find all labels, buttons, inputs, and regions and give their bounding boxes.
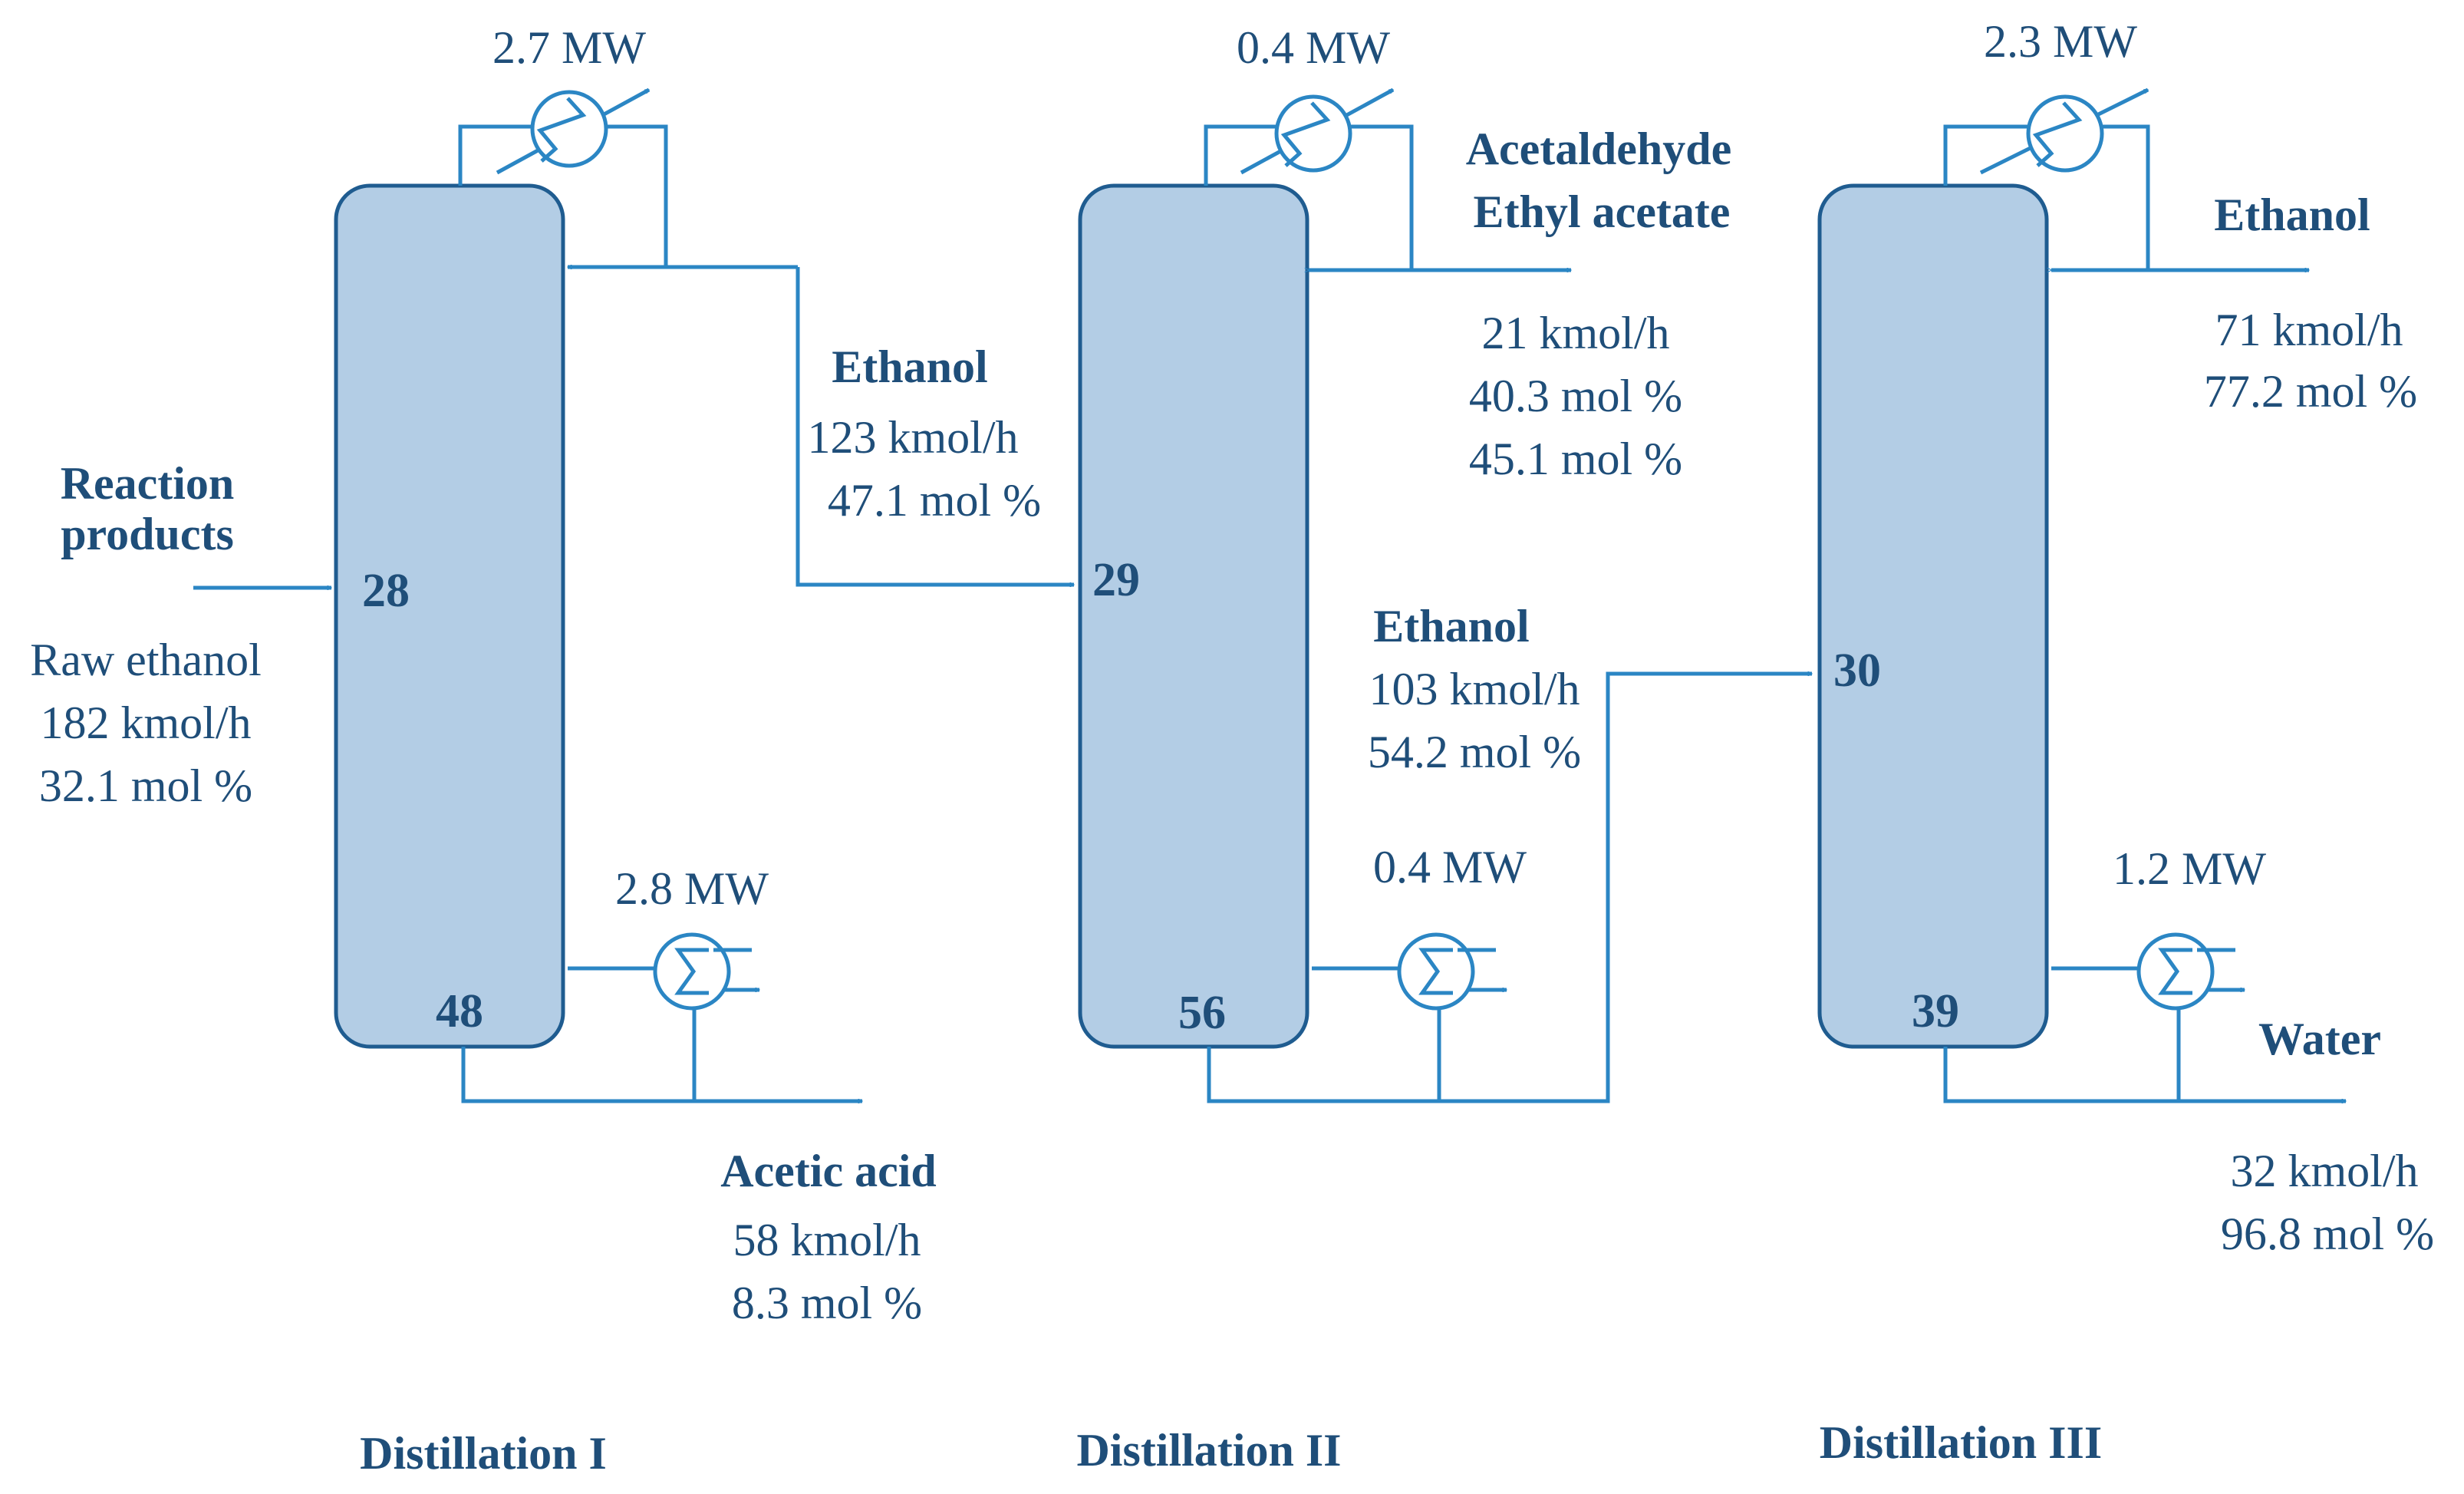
acetic-acid-flow: 58 kmol/h <box>733 1215 921 1265</box>
condenser-1-duty: 2.7 MW <box>492 22 646 73</box>
feed-composition: 32.1 mol % <box>39 760 252 811</box>
feed-flow: 182 kmol/h <box>40 698 251 748</box>
ethanol-product-name: Ethanol <box>2214 190 2370 240</box>
ethanol-product-flow: 71 kmol/h <box>2215 305 2403 355</box>
column-1-feed-stage: 28 <box>362 565 410 617</box>
condenser-3-icon <box>2026 94 2104 173</box>
water-composition: 96.8 mol % <box>2221 1209 2434 1259</box>
feed-name-line2: products <box>61 509 234 559</box>
distillate-1-to-column-2 <box>796 267 1074 585</box>
ethanol-1-name: Ethanol <box>832 341 987 392</box>
light-ends-composition-2: 45.1 mol % <box>1469 434 1682 484</box>
column-3-feed-stage: 30 <box>1833 645 1881 697</box>
light-ends-flow: 21 kmol/h <box>1481 308 1669 358</box>
reboiler-2 <box>1397 932 1496 1011</box>
column-2-title: Distillation II <box>1076 1425 1341 1476</box>
light-ends-composition-1: 40.3 mol % <box>1469 371 1682 421</box>
light-ends-name-line2: Ethyl acetate <box>1474 186 1731 237</box>
column-1-title: Distillation I <box>360 1428 607 1479</box>
ethanol-2-name: Ethanol <box>1373 601 1529 651</box>
ethanol-1-composition: 47.1 mol % <box>828 475 1041 526</box>
water-name: Water <box>2258 1014 2381 1064</box>
light-ends-name-line1: Acetaldehyde <box>1466 124 1732 174</box>
acetic-acid-name: Acetic acid <box>720 1146 937 1196</box>
condenser-3-duty: 2.3 MW <box>1984 16 2137 67</box>
feed-name-line1: Reaction <box>61 458 235 509</box>
reboiler-1 <box>653 932 752 1011</box>
reboiler-1-duty: 2.8 MW <box>615 863 769 914</box>
condenser-2-icon <box>1274 94 1352 173</box>
acetic-acid-composition: 8.3 mol % <box>732 1278 922 1328</box>
ethanol-2-flow: 103 kmol/h <box>1369 664 1580 714</box>
condenser-2-duty: 0.4 MW <box>1237 22 1390 73</box>
column-3-bottom-stage: 39 <box>1912 985 1959 1037</box>
column-2-feed-stage: 29 <box>1092 554 1140 606</box>
condenser-1-icon <box>530 90 608 168</box>
distillation-column-3 <box>1817 183 2049 1049</box>
ethanol-1-flow: 123 kmol/h <box>807 412 1018 463</box>
reboiler-2-duty: 0.4 MW <box>1373 842 1527 892</box>
reboiler-3 <box>2136 932 2235 1011</box>
condenser-1 <box>496 87 649 175</box>
condenser-2 <box>1240 87 1393 175</box>
water-flow: 32 kmol/h <box>2230 1146 2418 1196</box>
distillation-column-1 <box>334 183 565 1049</box>
column-3-title: Distillation III <box>1820 1417 2102 1468</box>
feed-stream-name: Raw ethanol <box>30 635 262 685</box>
condenser-3 <box>1979 87 2148 175</box>
column-1-bottom-stage: 48 <box>436 985 483 1037</box>
column-2-bottom-stage: 56 <box>1178 987 1226 1039</box>
ethanol-2-composition: 54.2 mol % <box>1368 727 1581 777</box>
reboiler-3-duty: 1.2 MW <box>2113 843 2266 894</box>
distillation-column-2 <box>1078 183 1309 1049</box>
ethanol-product-composition: 77.2 mol % <box>2204 366 2417 417</box>
